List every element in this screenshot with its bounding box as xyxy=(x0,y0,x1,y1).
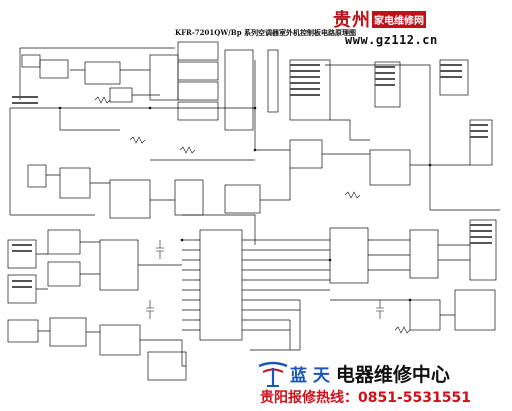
watermark-label: 家电维修网 xyxy=(372,10,426,28)
watermark-brand: 贵州 xyxy=(333,10,371,31)
watermark-url: www.gz112.cn xyxy=(345,33,438,47)
footer-brand-dark: 电器维修中心 xyxy=(335,364,450,386)
footer-title: 蓝 天 电器维修中心 xyxy=(290,360,450,387)
lantian-logo-icon xyxy=(258,361,288,387)
top-watermark: 贵州 家电维修网 xyxy=(333,8,449,31)
diagram-title: KFR-7201QW/Bp 系列空调器室外机控制板电路原理图 xyxy=(175,28,357,37)
footer-phone: 贵阳报修热线：0851-5531551 xyxy=(260,390,471,406)
footer-brand-blue: 蓝 天 xyxy=(290,366,330,386)
